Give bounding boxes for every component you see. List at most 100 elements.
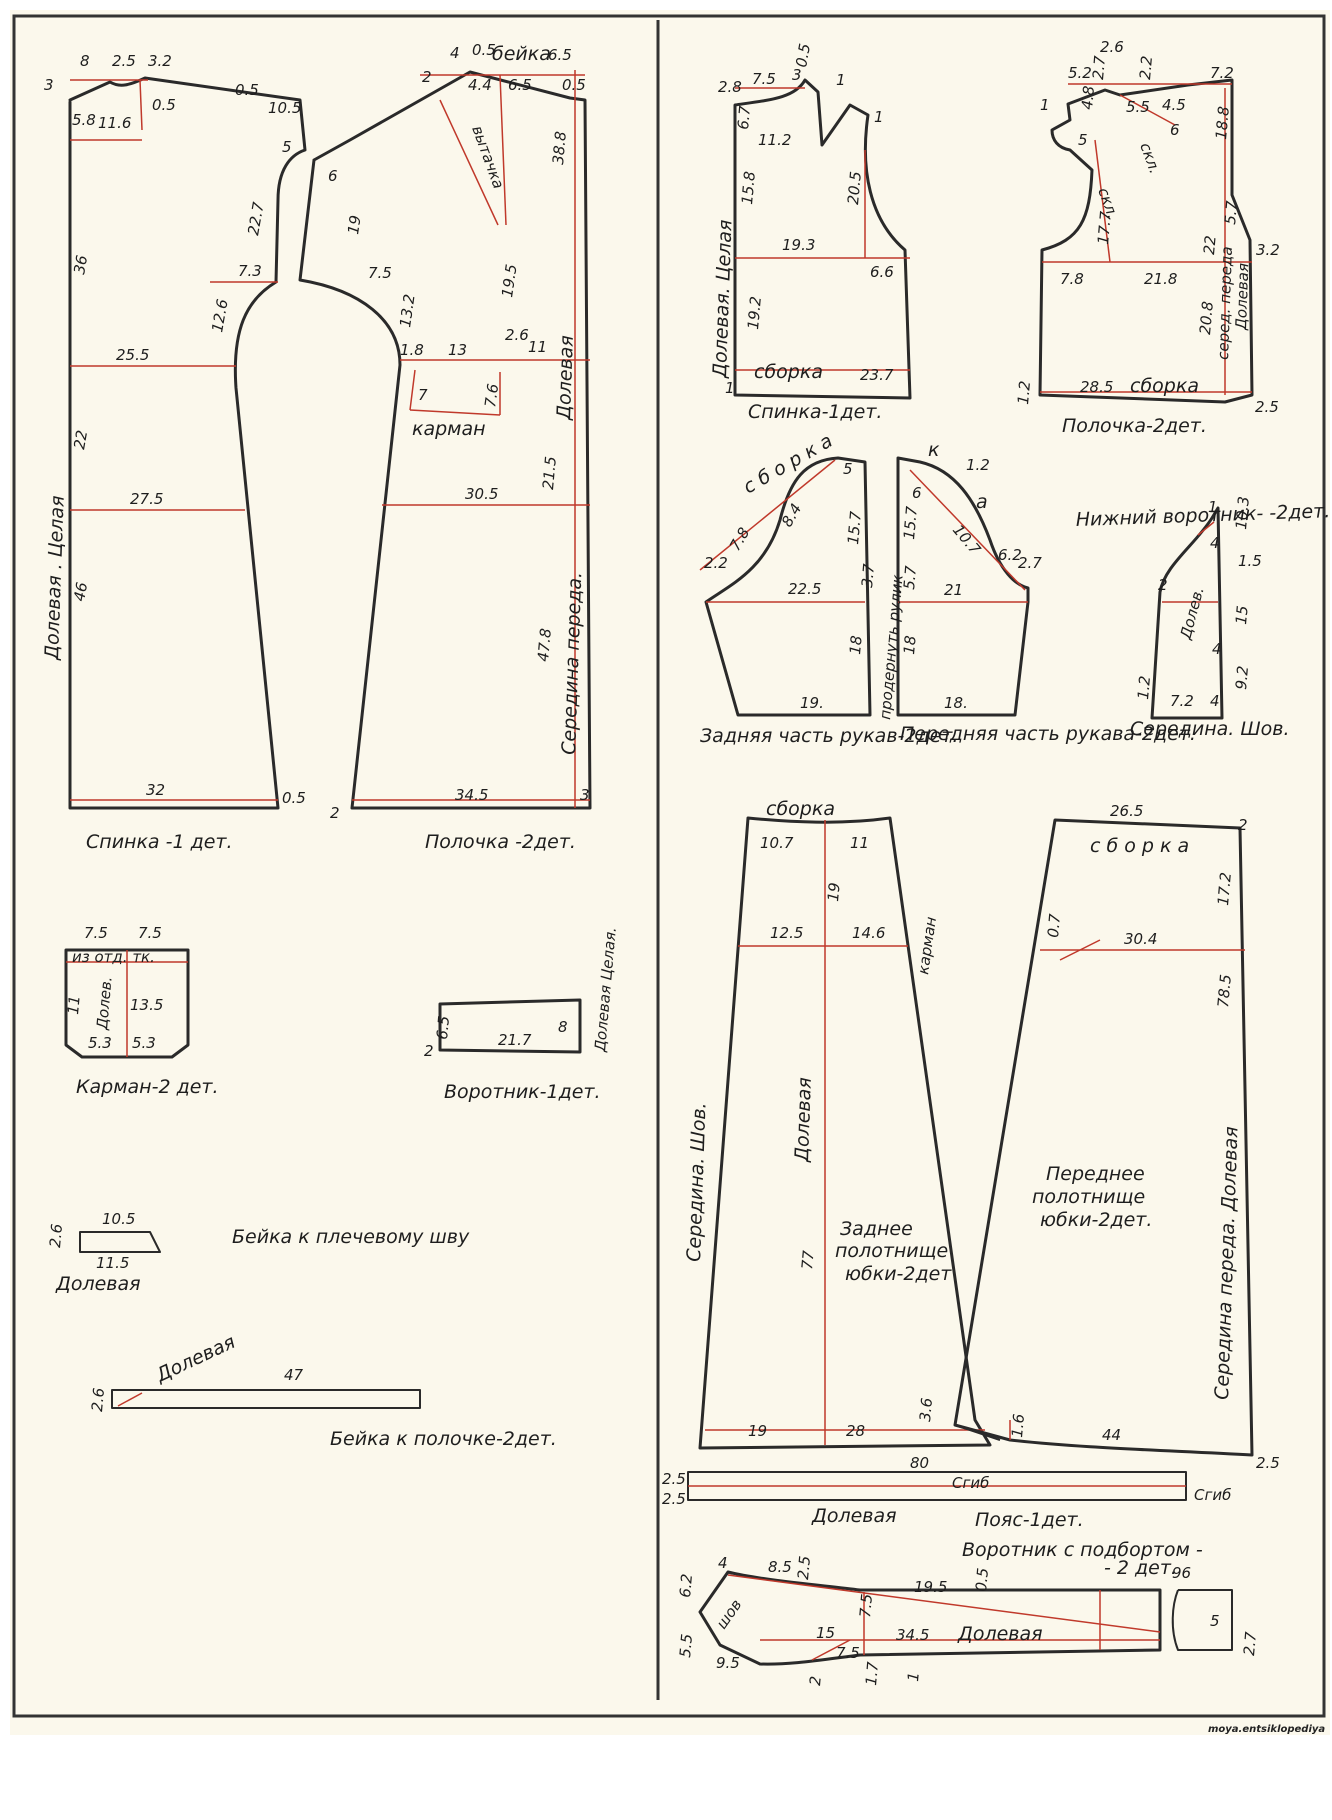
dim: 14.6 <box>852 924 885 942</box>
dim: 8 <box>558 1018 568 1036</box>
center-label: Середина. Шов. <box>1130 718 1290 740</box>
dim: 27.5 <box>130 490 163 508</box>
dim: 3.2 <box>1256 241 1280 259</box>
dim: 5 <box>1078 131 1088 149</box>
dim: 25.5 <box>116 346 149 364</box>
dim: 78.5 <box>1214 974 1235 1009</box>
sleeve-gather-a: а <box>976 491 988 513</box>
dim: 15.7 <box>844 510 865 545</box>
dim: 19 <box>344 214 364 235</box>
dim: 22.7 <box>244 200 268 236</box>
pocket-note: из отд. тк. <box>72 948 155 966</box>
dim: 6.6 <box>870 263 894 281</box>
dim: 22.5 <box>788 580 821 598</box>
piece-back-full: 8 2.5 3.2 3 5.8 11.6 0.5 0.5 10.5 5 22.7… <box>41 52 307 853</box>
piece-grain: Долевая <box>1232 263 1252 331</box>
dim: 17.7 <box>1094 210 1115 245</box>
piece-title: Карман-2 дет. <box>76 1076 219 1098</box>
dim: 7.3 <box>238 262 262 280</box>
fold-label: Сгиб <box>1194 1486 1231 1504</box>
dim: 7.8 <box>1060 270 1084 288</box>
piece-grain: Долевая <box>791 1077 816 1163</box>
dim: 2 <box>1238 816 1248 834</box>
dim: 1 <box>725 379 735 397</box>
piece-title-2: полотнище <box>1032 1186 1145 1208</box>
dim: 7.2 <box>1170 692 1194 710</box>
dim: 0.7 <box>1044 913 1064 939</box>
piece-title-3: юбки-2дет <box>845 1263 952 1285</box>
dim: 15.7 <box>900 505 921 540</box>
piece-grain: Долевая <box>553 335 578 421</box>
dim: 11 <box>850 834 869 852</box>
pocket-label: карман <box>412 418 486 440</box>
dim: 11.2 <box>758 131 791 149</box>
dim: 7.6 <box>481 382 502 408</box>
dim: 2 <box>330 804 340 822</box>
dim: 7 <box>418 386 428 404</box>
dim: 47.8 <box>534 628 555 663</box>
dim: 22 <box>1200 235 1220 256</box>
dim: 19. <box>800 694 824 712</box>
dim: 10.5 <box>102 1210 135 1228</box>
dim: 19.2 <box>744 296 765 331</box>
dim: 1 <box>1040 96 1050 114</box>
dim: 20.5 <box>844 171 865 206</box>
piece-title-1: Заднее <box>840 1218 913 1240</box>
dim: 44 <box>1102 1426 1121 1444</box>
piece-title: Спинка-1дет. <box>748 401 882 423</box>
piece-title-2: полотнище <box>835 1240 948 1262</box>
dim: 2 <box>806 1675 825 1686</box>
dim: 7.5 <box>138 924 162 942</box>
dim: 5.3 <box>88 1034 112 1052</box>
dim: 19.5 <box>498 263 520 299</box>
piece-title-2: - 2 дет. <box>1104 1557 1177 1579</box>
dim: 0.5 <box>472 41 496 59</box>
dim: 3.6 <box>916 1397 936 1422</box>
dim: 2.7 <box>1240 1631 1260 1657</box>
dim: 19 <box>824 882 844 903</box>
piece-title-1: Переднее <box>1046 1163 1145 1185</box>
dim: 2.2 <box>704 554 728 572</box>
piece-title: Задняя часть рукав-2дет. <box>700 725 958 747</box>
dim: 26.5 <box>1110 802 1143 820</box>
piece-title: Пояс-1дет. <box>975 1509 1084 1531</box>
dim: 1.6 <box>1008 1413 1028 1438</box>
dim: 30.5 <box>465 485 498 503</box>
dim: 21.8 <box>1144 270 1177 288</box>
dim: 3 <box>44 76 54 94</box>
dim: 28.5 <box>1080 378 1113 396</box>
dim: 2.7 <box>1089 55 1109 81</box>
sleeve-gather-k: к <box>928 439 940 461</box>
piece-shoulder-bias: 10.5 2.6 11.5 Долевая Бейка к плечевому … <box>46 1210 470 1295</box>
piece-title: Полочка-2дет. <box>1062 415 1207 437</box>
piece-title: Бейка к плечевому шву <box>232 1226 470 1248</box>
dim: 3.7 <box>858 563 878 589</box>
dim: 1.7 <box>862 1661 882 1687</box>
dim: 10.5 <box>268 99 301 117</box>
piece-title: Передняя часть рукава-2дет. <box>900 723 1196 745</box>
dim: 13 <box>448 341 467 359</box>
piece-pocket: 7.5 7.5 11 13.5 5.3 5.3 из отд. тк. Доле… <box>64 924 218 1098</box>
dim: 1 <box>874 108 884 126</box>
dim: 12.5 <box>770 924 803 942</box>
piece-title-1: Воротник с подбортом - <box>962 1539 1203 1561</box>
piece-front-bodice: 2.6 5.2 2.7 2.2 7.2 1 4.8 5.5 4.5 18.8 5… <box>1014 38 1280 437</box>
piece-grain: Долевая <box>55 1273 141 1295</box>
piece-skirt-front: 26.5 с б о р к а 2 0.7 30.4 17.2 78.5 1.… <box>953 802 1280 1472</box>
dim: 13.2 <box>396 293 418 329</box>
dim: 3.2 <box>148 52 172 70</box>
dim: 2.2 <box>1136 55 1156 80</box>
dim: 4 <box>1212 640 1222 658</box>
dim: 4 <box>718 1554 728 1572</box>
piece-title: Бейка к полочке-2дет. <box>330 1428 557 1450</box>
dim: 5.2 <box>1068 64 1092 82</box>
dim: 5.5 <box>1126 98 1150 116</box>
dim: 6 <box>328 167 338 185</box>
dim: 21 <box>944 581 963 599</box>
dim: 0.5 <box>235 81 259 99</box>
dim: 5.7 <box>900 565 920 591</box>
dim: 13.5 <box>130 996 163 1014</box>
dim: 20.8 <box>1196 301 1217 336</box>
dim: 1 <box>836 71 846 89</box>
dim: 11 <box>528 338 547 356</box>
